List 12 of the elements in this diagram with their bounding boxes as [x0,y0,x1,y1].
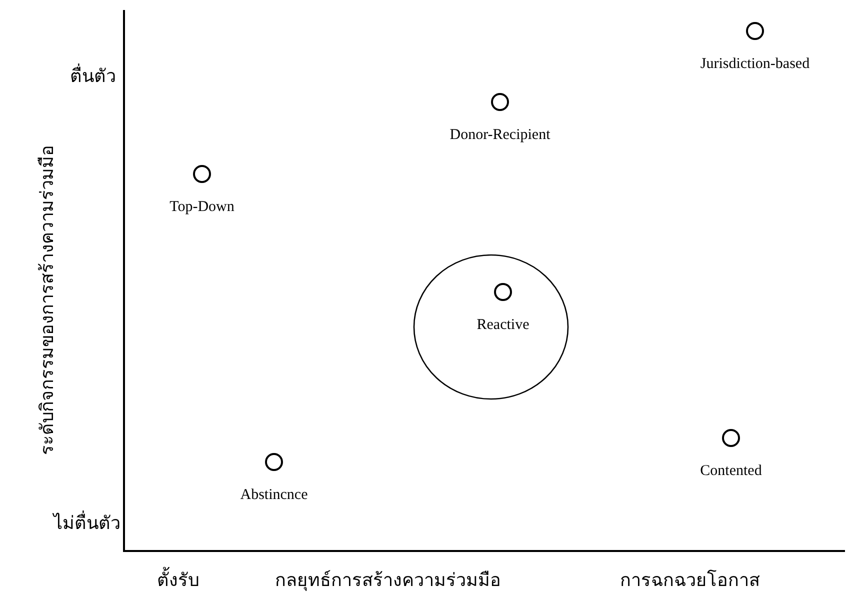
axis-title: กลยุทธ์การสร้างความร่วมมือ [275,569,501,591]
point-label: Reactive [476,316,530,334]
point-label: Top-Down [170,198,234,216]
point-label: Contented [700,462,762,480]
point-label: Donor-Recipient [450,126,550,144]
axis-level-label: ตื่นตัว [70,65,116,87]
axis-title: ระดับกิจกรรมของการสร้างความร่วมมือ [36,145,58,455]
point-label: Jurisdiction-based [700,55,810,73]
axis-level-label: การฉกฉวยโอกาส [620,569,760,591]
point-label: Abstincnce [240,486,308,504]
axis-level-label: ตั้งรับ [157,569,199,591]
axis-level-label: ไม่ตื่นตัว [54,512,120,534]
